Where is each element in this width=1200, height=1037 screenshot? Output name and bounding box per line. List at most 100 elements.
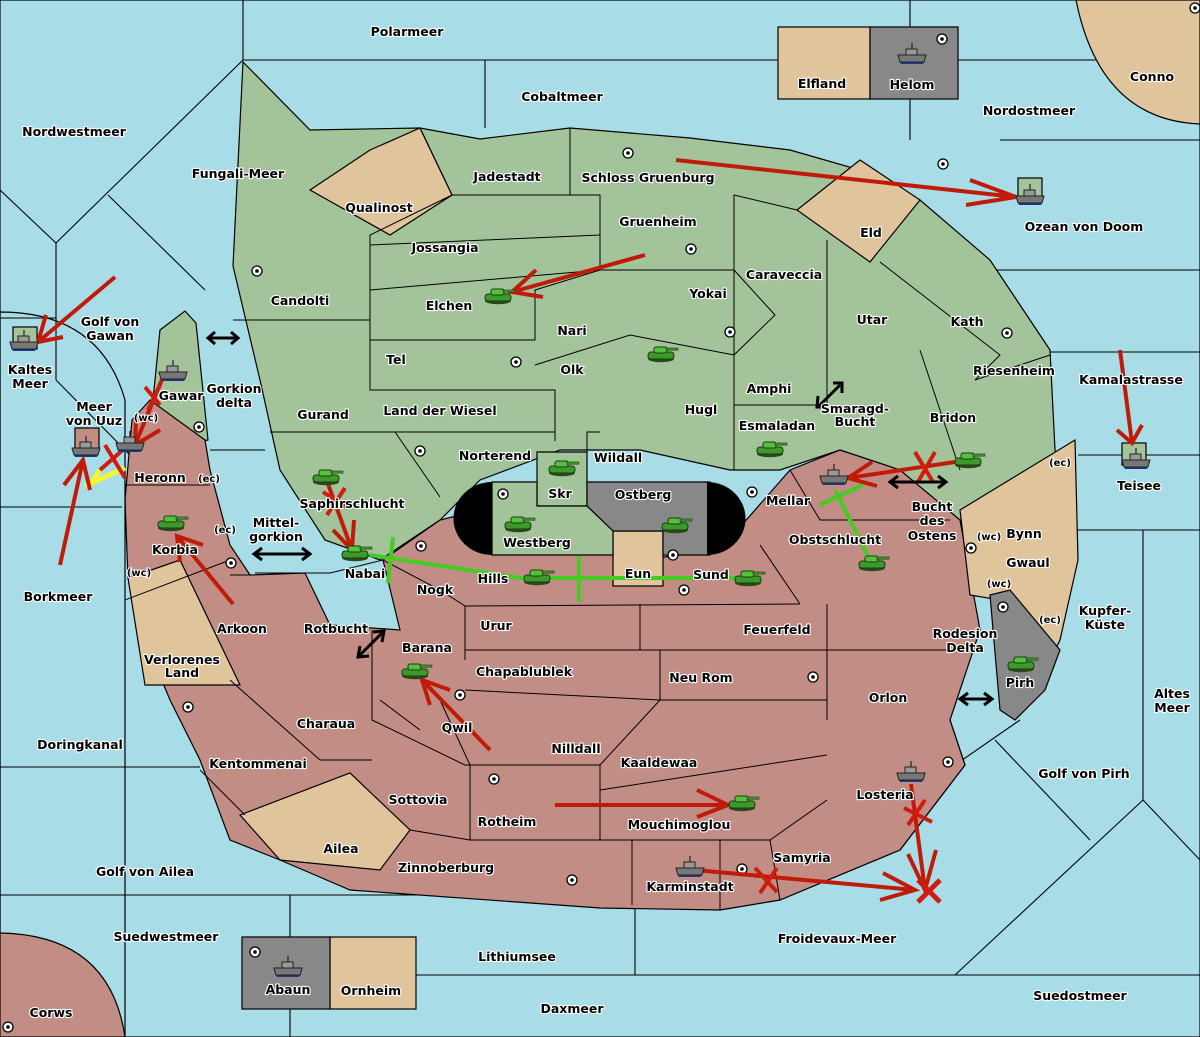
label-doringkanal: Doringkanal bbox=[37, 737, 123, 752]
label-wiesel: Land der Wiesel bbox=[383, 403, 496, 418]
label-utar: Utar bbox=[857, 312, 889, 327]
label-candolti: Candolti bbox=[271, 293, 330, 308]
label-hills: Hills bbox=[478, 571, 509, 586]
label-mouchimoglou: Mouchimoglou bbox=[628, 817, 731, 832]
label-nogk: Nogk bbox=[417, 582, 454, 597]
label-neurom: Neu Rom bbox=[669, 670, 732, 685]
label-chapa: Chapablublek bbox=[476, 664, 573, 679]
supply-center-icon bbox=[1001, 327, 1013, 339]
label-hugl: Hugl bbox=[685, 402, 718, 417]
label-verlorenes1: Verlorenes bbox=[144, 652, 220, 667]
label-lithiumsee: Lithiumsee bbox=[478, 949, 556, 964]
label-mittel2: gorkion bbox=[249, 529, 303, 544]
supply-center-icon bbox=[685, 243, 697, 255]
label-polarmeer: Polarmeer bbox=[371, 24, 445, 39]
label-smaragd1: Smaragd- bbox=[821, 401, 889, 416]
capital-fortress bbox=[453, 481, 746, 556]
label-ostberg: Ostberg bbox=[615, 487, 672, 502]
coast-mark-wc: (wc) bbox=[977, 532, 1001, 543]
label-uuz1: Meer bbox=[76, 399, 112, 414]
label-gwaul: Gwaul bbox=[1006, 555, 1049, 570]
label-rodesion1: Rodesion bbox=[933, 626, 998, 641]
label-kaltes2: Meer bbox=[12, 376, 48, 391]
supply-center-icon bbox=[225, 557, 237, 569]
label-caraveccia: Caraveccia bbox=[746, 267, 822, 282]
label-kaltes1: Kaltes bbox=[8, 362, 52, 377]
label-nilldall: Nilldall bbox=[551, 741, 600, 756]
label-gurand: Gurand bbox=[297, 407, 349, 422]
label-mittel1: Mittel- bbox=[253, 515, 300, 530]
label-qualinost: Qualinost bbox=[345, 200, 412, 215]
label-nordostmeer: Nordostmeer bbox=[983, 103, 1076, 118]
supply-center-icon bbox=[566, 874, 578, 886]
neutral-territories bbox=[127, 0, 1200, 1010]
label-charaua: Charaua bbox=[297, 716, 355, 731]
label-schloss: Schloss Gruenburg bbox=[581, 170, 714, 185]
supply-center-icon bbox=[497, 488, 509, 500]
label-altes1: Altes bbox=[1154, 686, 1190, 701]
label-helom: Helom bbox=[890, 77, 935, 92]
supply-center-icon bbox=[746, 486, 758, 498]
label-norterend: Norterend bbox=[459, 448, 531, 463]
label-riesenheim: Riesenheim bbox=[973, 363, 1055, 378]
label-feuerfeld: Feuerfeld bbox=[743, 622, 810, 637]
label-jossangia: Jossangia bbox=[410, 240, 478, 255]
adjacency-arrows bbox=[205, 330, 995, 707]
label-teisee: Teisee bbox=[1117, 478, 1161, 493]
label-zinnoberburg: Zinnoberburg bbox=[398, 860, 494, 875]
label-qwil: Qwil bbox=[442, 720, 473, 735]
province-borders bbox=[124, 127, 1051, 910]
label-samyria: Samyria bbox=[773, 850, 831, 865]
label-smaragd2: Bucht bbox=[835, 414, 876, 429]
label-kaaldewaa: Kaaldewaa bbox=[621, 755, 698, 770]
support-line bbox=[369, 553, 521, 580]
supply-center-icon bbox=[678, 584, 690, 596]
supply-center-icon bbox=[488, 773, 500, 785]
coast-mark-ec: (ec) bbox=[214, 525, 236, 536]
label-suedostmeer: Suedostmeer bbox=[1033, 988, 1127, 1003]
label-bridon: Bridon bbox=[930, 410, 976, 425]
orders bbox=[35, 158, 1144, 904]
supply-center-icon bbox=[510, 356, 522, 368]
move-arrows bbox=[35, 158, 1144, 902]
label-sottovia: Sottovia bbox=[389, 792, 448, 807]
support-cut bbox=[386, 536, 395, 584]
label-kupfer1: Kupfer- bbox=[1079, 603, 1132, 618]
supply-center-icon bbox=[667, 549, 679, 561]
coast-mark-wc: (wc) bbox=[134, 413, 158, 424]
label-pirh_gulf: Golf von Pirh bbox=[1038, 766, 1129, 781]
label-suedwestmeer: Suedwestmeer bbox=[114, 929, 220, 944]
supply-center-icon bbox=[2, 1021, 14, 1033]
label-cobaltmeer: Cobaltmeer bbox=[521, 89, 603, 104]
supply-center-icon bbox=[807, 671, 819, 683]
label-eun: Eun bbox=[625, 566, 651, 581]
label-rotheim: Rotheim bbox=[478, 814, 537, 829]
label-esmaladan: Esmaladan bbox=[739, 418, 815, 433]
label-bucht1: Bucht bbox=[912, 499, 953, 514]
label-karminstadt: Karminstadt bbox=[646, 879, 733, 894]
label-tel: Tel bbox=[386, 352, 406, 367]
failed-order-marks bbox=[98, 384, 942, 904]
label-westberg: Westberg bbox=[503, 535, 571, 550]
supply-center-icon bbox=[454, 689, 466, 701]
supply-center-icon bbox=[249, 946, 261, 958]
label-obst: Obstschlucht bbox=[789, 532, 881, 547]
label-bynn: Bynn bbox=[1006, 526, 1041, 541]
label-olk: Olk bbox=[560, 362, 584, 377]
label-nari: Nari bbox=[557, 323, 586, 338]
label-bucht2: des bbox=[920, 513, 945, 528]
label-mellar: Mellar bbox=[766, 493, 811, 508]
label-gawar: Gawar bbox=[159, 388, 205, 403]
label-wildall: Wildall bbox=[594, 450, 642, 465]
label-gawan1: Golf von bbox=[81, 314, 140, 329]
label-verlorenes2: Land bbox=[165, 665, 199, 680]
label-eld: Eld bbox=[860, 225, 882, 240]
label-orlon: Orlon bbox=[869, 690, 908, 705]
label-losteria: Losteria bbox=[856, 787, 913, 802]
label-kamalastrasse: Kamalastrasse bbox=[1079, 372, 1183, 387]
coast-mark-wc: (wc) bbox=[127, 568, 151, 579]
supply-center-icon bbox=[942, 756, 954, 768]
label-ornheim: Ornheim bbox=[341, 983, 401, 998]
coast-mark-ec: (ec) bbox=[198, 474, 220, 485]
